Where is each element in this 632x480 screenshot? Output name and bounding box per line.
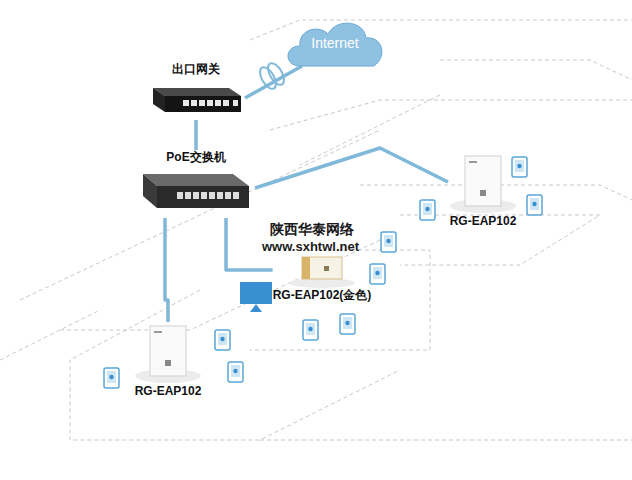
device-node: 出口网关 [147,62,245,120]
handheld-icon [228,362,243,382]
device-label: RG-EAP102 [450,214,517,228]
network-cable [165,218,168,322]
handheld-icon [303,320,318,340]
handheld-icon [370,264,385,284]
handheld-icon [340,314,355,334]
cloud-node: Internet [282,16,388,70]
handheld-icon [420,200,435,220]
device-node: PoE交换机 [137,150,255,218]
handheld-icon [381,232,396,252]
switch-picture [137,164,255,218]
handheld-icon [215,330,230,350]
ap-picture [448,152,518,214]
monitor-icon [240,282,272,312]
device-label: 出口网关 [172,62,220,76]
gateway-picture [147,76,245,120]
network-cable [245,66,302,98]
gold-picture [287,254,357,288]
device-label: PoE交换机 [166,150,225,164]
network-cable [255,148,448,188]
device-node: RG-EAP102 [133,322,203,398]
device-label: RG-EAP102 [135,384,202,398]
watermark-text: www.sxhtwl.net [262,239,359,254]
handheld-icon [512,157,527,177]
handheld-icon [527,195,542,215]
device-label: RG-EAP102(金色) [273,288,372,302]
cloud-label: Internet [282,16,388,70]
ap-picture [133,322,203,384]
handheld-icon [104,368,119,388]
device-node: RG-EAP102 [448,152,518,228]
device-node: RG-EAP102(金色) [273,254,372,302]
watermark-text: 陕西华泰网络 [270,221,354,239]
network-cable [194,120,198,150]
